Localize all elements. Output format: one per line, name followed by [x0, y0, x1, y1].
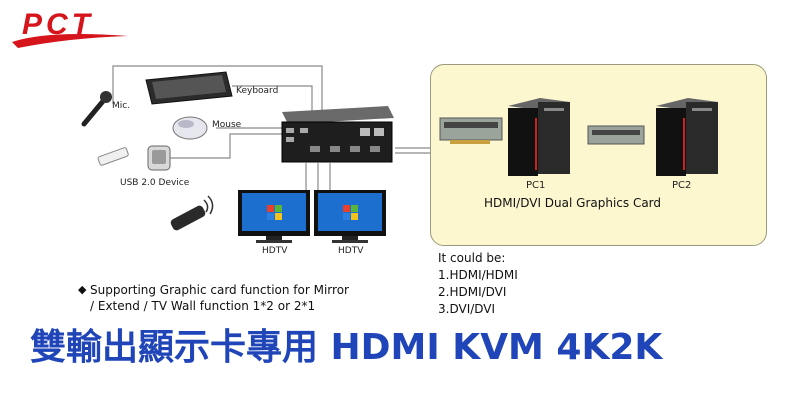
bullet-diamond-icon: ◆ [78, 283, 87, 296]
pc1-label: PC1 [526, 180, 546, 191]
pc2-label: PC2 [672, 180, 692, 191]
hdtv-right-icon [314, 190, 386, 243]
remote-icon [170, 195, 214, 231]
kvm-switch-icon [281, 106, 394, 163]
keyboard-label: Keyboard [236, 86, 279, 96]
logo-text: PCT [22, 8, 94, 41]
keyboard-icon [145, 71, 233, 105]
panel-caption: HDMI/DVI Dual Graphics Card [484, 196, 662, 210]
pct-logo: PCT [8, 6, 138, 50]
logo-swoosh [12, 34, 128, 48]
pc1-tower-icon [508, 98, 570, 176]
mouse-label: Mouse [212, 120, 242, 130]
product-headline: 雙輸出顯示卡專用 HDMI KVM 4K2K [30, 327, 663, 368]
could-be-list: It could be: 1.HDMI/HDMI 2.HDMI/DVI 3.DV… [438, 250, 518, 318]
microphone-icon [81, 91, 112, 127]
could-be-item: 1.HDMI/HDMI [438, 268, 518, 282]
mic-label: Mic. [112, 101, 131, 111]
feature-bullet: ◆ Supporting Graphic card function for M… [78, 282, 380, 314]
usb-label: USB 2.0 Device [120, 178, 190, 188]
graphics-card-right-icon [587, 125, 645, 145]
usb-device-icon [97, 145, 171, 171]
could-be-heading: It could be: [438, 251, 506, 265]
hdtv-right-label: HDTV [338, 246, 364, 256]
feature-line-2: / Extend / TV Wall function 1*2 or 2*1 [90, 299, 316, 313]
could-be-item: 2.HDMI/DVI [438, 285, 507, 299]
could-be-item: 3.DVI/DVI [438, 302, 496, 316]
hdtv-left-icon [238, 190, 310, 243]
feature-line-1: Supporting Graphic card function for Mir… [90, 283, 349, 297]
pc2-tower-icon [656, 98, 718, 176]
hdtv-left-label: HDTV [262, 246, 288, 256]
mouse-icon [172, 116, 208, 140]
graphics-card-left-icon [439, 117, 503, 144]
